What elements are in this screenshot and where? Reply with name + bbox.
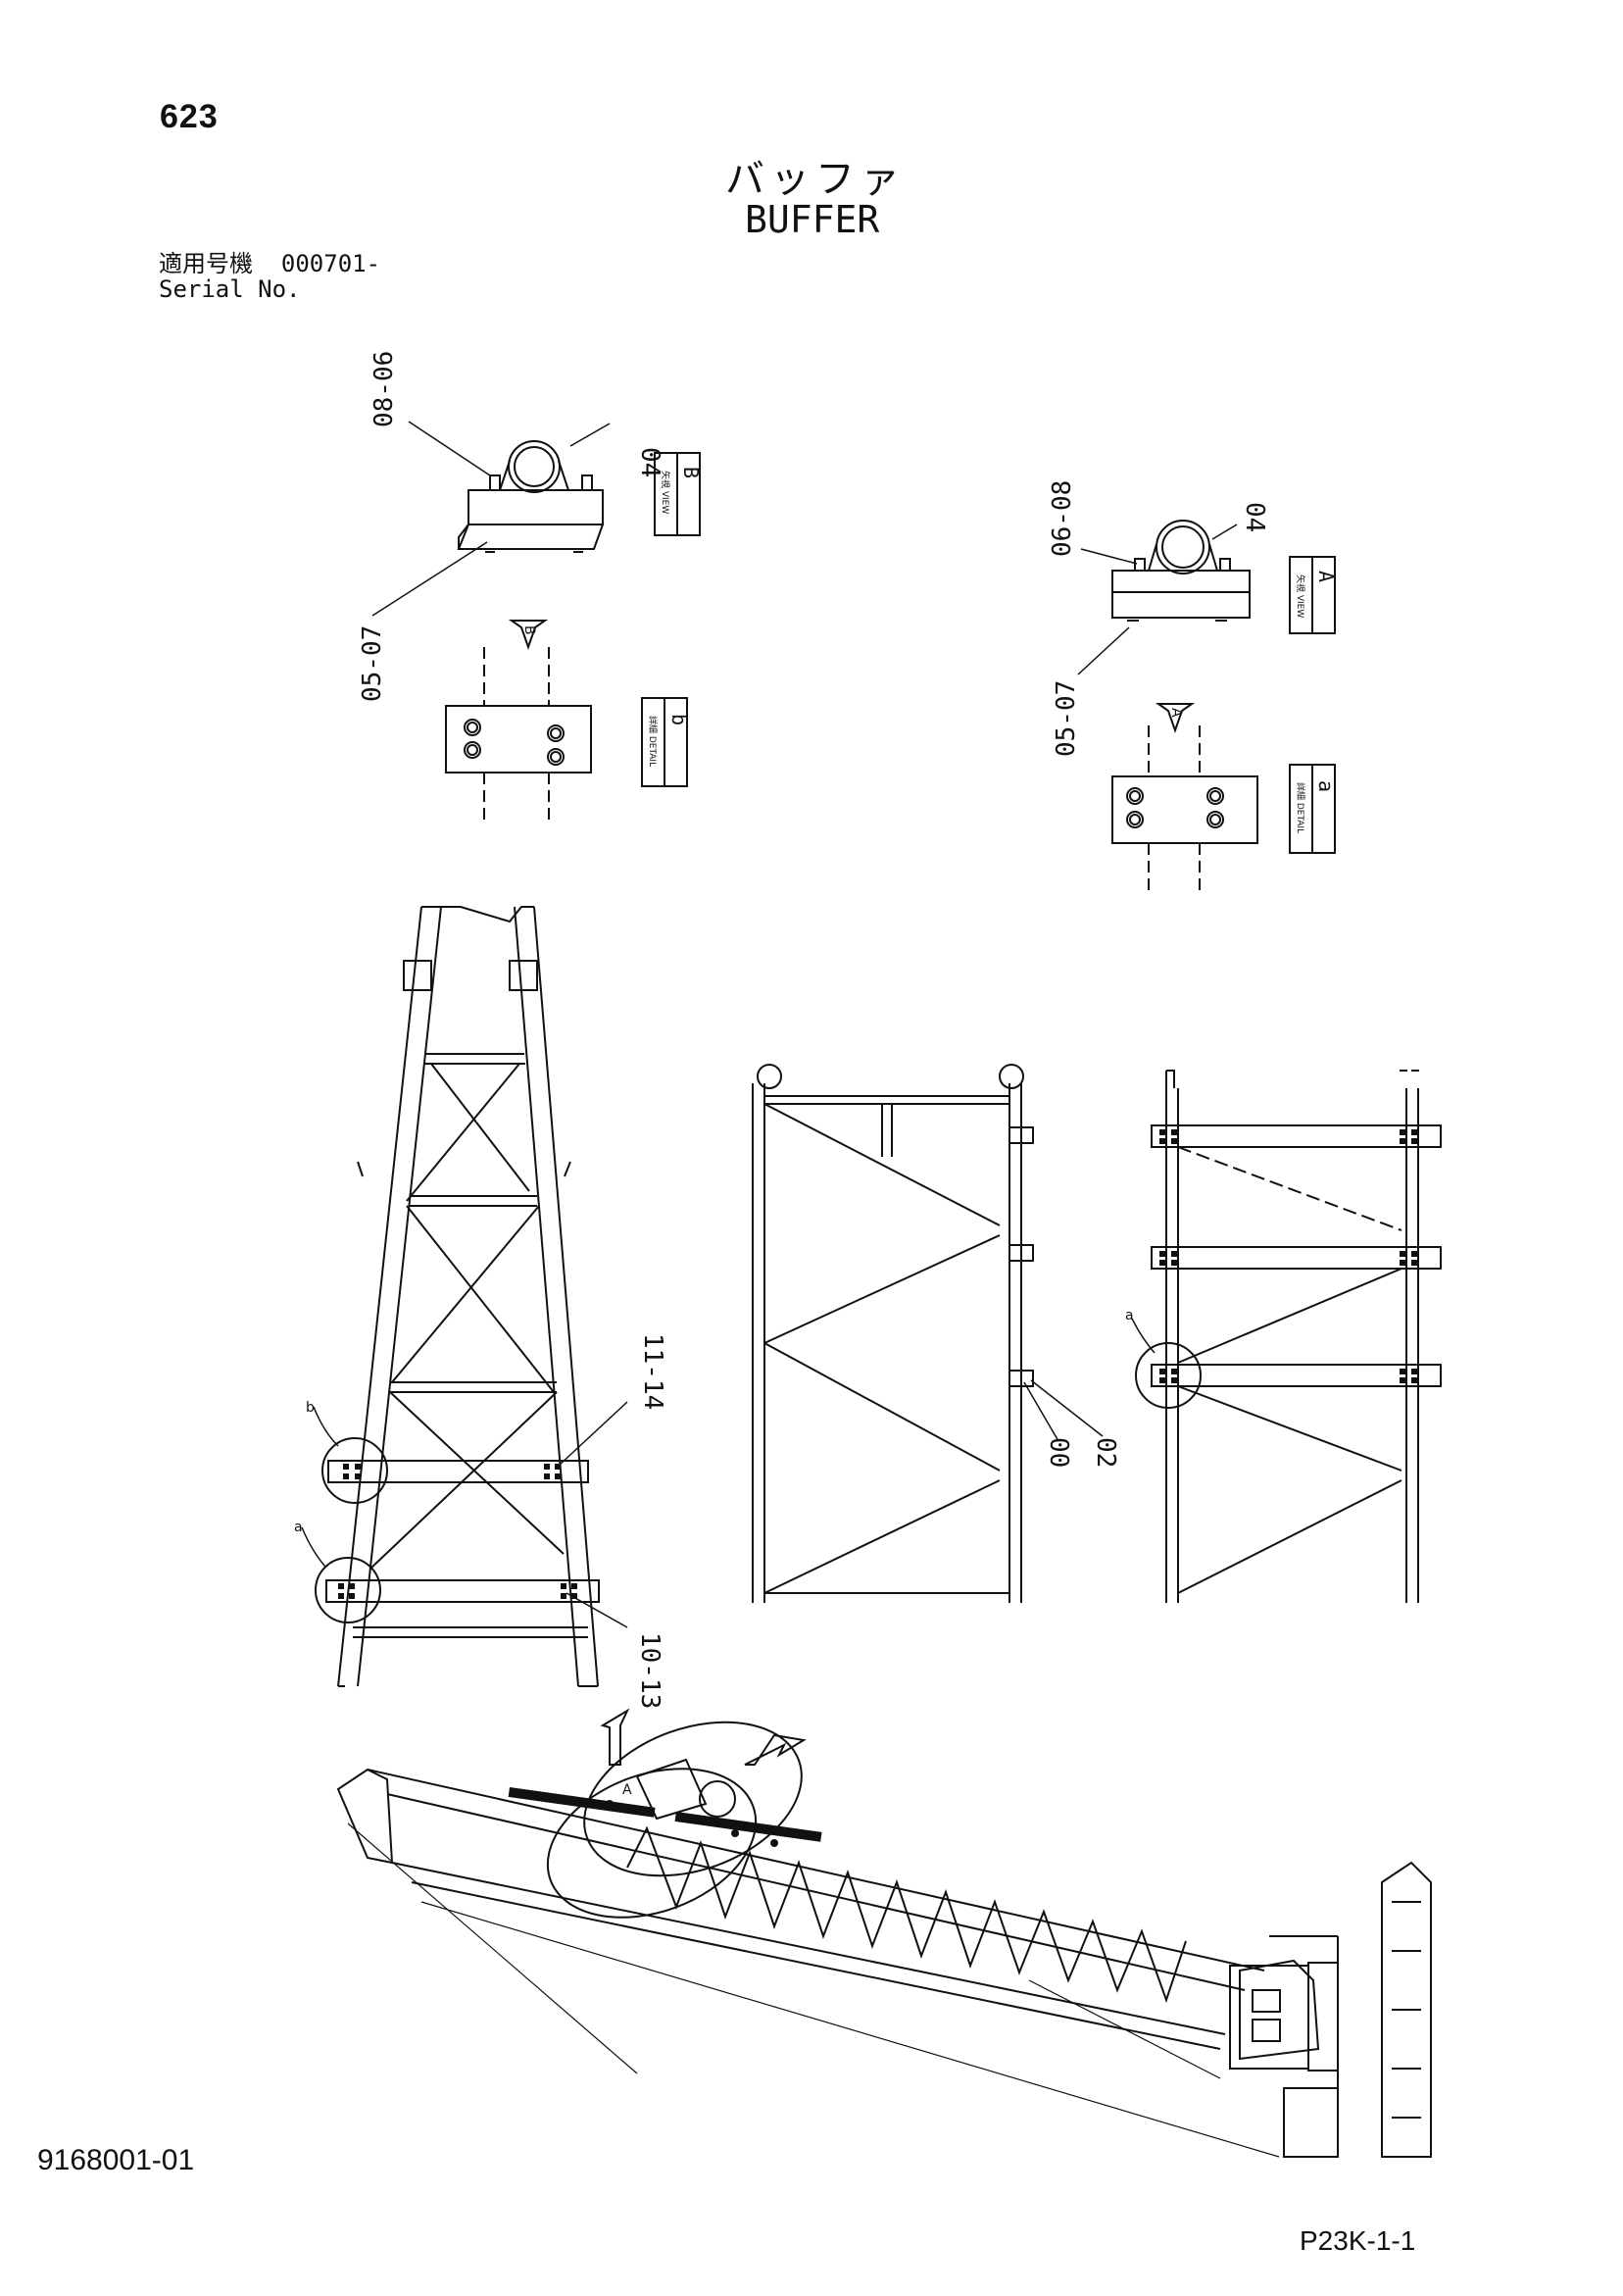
callout-frame-lower: 10-13 bbox=[635, 1632, 664, 1709]
view-a-drawing bbox=[1111, 520, 1251, 622]
serial-value: 000701- bbox=[280, 250, 381, 277]
arrow-a-letter: A bbox=[1168, 708, 1184, 718]
callout-view-b-bolt: 08-06 bbox=[369, 351, 399, 427]
fastener-marks bbox=[338, 1129, 1417, 1847]
sheet-code: P23K-1-1 bbox=[1300, 2225, 1416, 2256]
detail-a-letter: a bbox=[1314, 780, 1338, 792]
right-detail-a-marker: a bbox=[1125, 1308, 1134, 1323]
view-a-letter: A bbox=[1314, 571, 1338, 582]
view-b-letter: B bbox=[679, 467, 703, 478]
boom-view-a-marker: A bbox=[622, 1782, 632, 1798]
tapered-frame-drawing bbox=[301, 906, 600, 1687]
detail-b-drawing bbox=[445, 647, 592, 825]
frame-detail-b-marker: b bbox=[306, 1400, 315, 1416]
detail-b-tag bbox=[641, 697, 688, 787]
page-number: 623 bbox=[160, 98, 219, 135]
crane-boom-drawing bbox=[336, 1708, 1432, 2158]
arrow-b-letter: B bbox=[521, 625, 537, 635]
callout-view-a-bolt: 06-08 bbox=[1048, 480, 1077, 557]
callout-view-a-buffer: 04 bbox=[1240, 502, 1269, 532]
serial-info: 適用号機 000701- Serial No. bbox=[159, 251, 380, 302]
serial-label-en: Serial No. bbox=[159, 275, 301, 303]
view-b-drawing bbox=[457, 440, 604, 553]
callout-mid-ref-2: 02 bbox=[1091, 1437, 1120, 1468]
callout-view-b-plate: 05-07 bbox=[358, 625, 387, 702]
drawing-number: 9168001-01 bbox=[37, 2144, 195, 2176]
callout-mid-ref-1: 00 bbox=[1044, 1437, 1073, 1468]
serial-label-jp: 適用号機 bbox=[159, 250, 253, 277]
detail-a-tag bbox=[1289, 764, 1336, 854]
detail-a-drawing bbox=[1111, 725, 1258, 892]
detail-a-caption: 詳細 DETAIL bbox=[1295, 782, 1306, 833]
callout-view-b-buffer: 04 bbox=[635, 447, 664, 477]
page-title: BUFFER bbox=[745, 198, 880, 241]
detail-b-letter: b bbox=[667, 714, 691, 725]
view-a-tag bbox=[1289, 556, 1336, 634]
view-b-tag bbox=[654, 452, 701, 536]
callout-view-a-plate: 05-07 bbox=[1052, 680, 1081, 757]
page-title-japanese: バッファ bbox=[725, 157, 906, 202]
serial-line: 適用号機 000701- bbox=[159, 251, 380, 276]
right-lattice-drawing bbox=[1131, 1070, 1442, 1603]
callout-frame-upper: 11-14 bbox=[638, 1333, 667, 1410]
frame-detail-a-marker: a bbox=[294, 1520, 303, 1535]
view-a-caption: 矢視 VIEW bbox=[1295, 574, 1306, 618]
middle-lattice-drawing bbox=[752, 1064, 1034, 1603]
view-b-caption: 矢視 VIEW bbox=[660, 471, 671, 514]
detail-b-caption: 詳細 DETAIL bbox=[647, 716, 659, 767]
